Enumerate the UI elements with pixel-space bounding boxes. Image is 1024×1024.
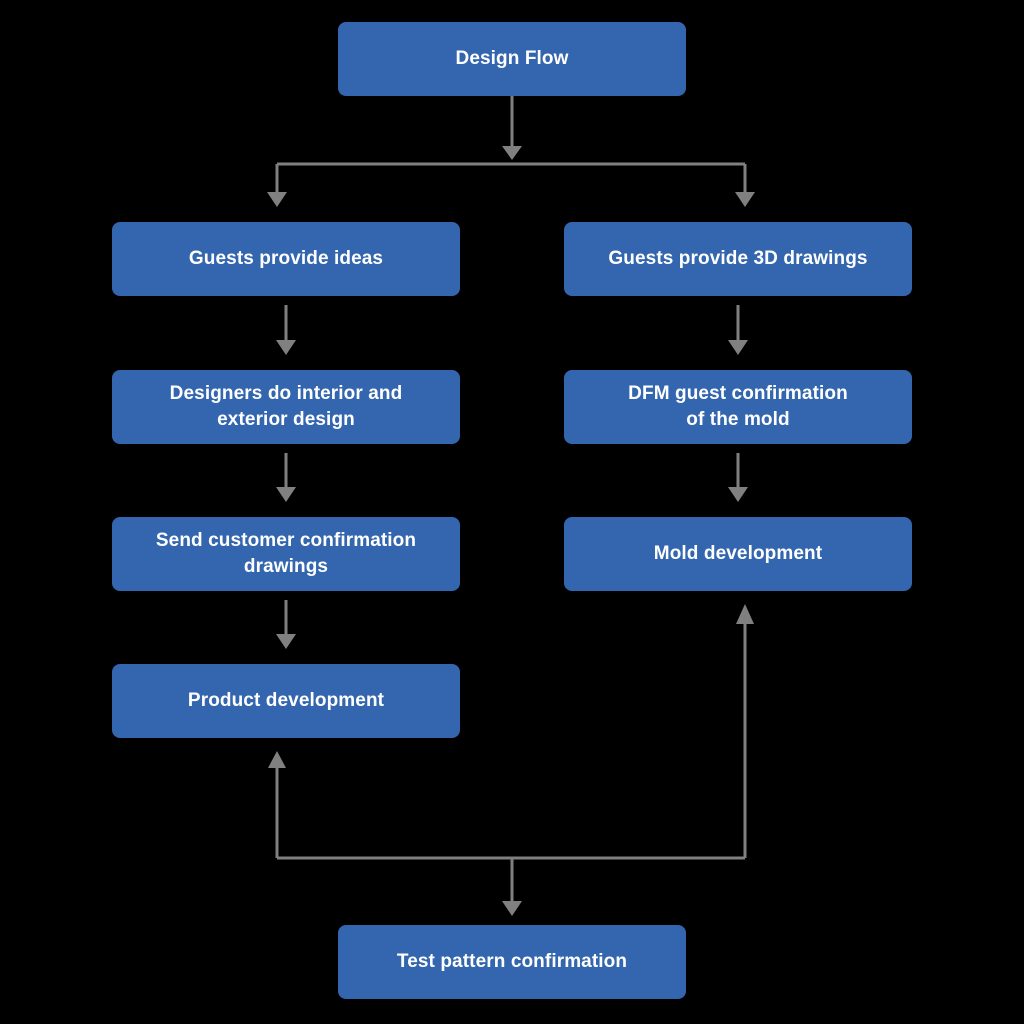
edge-guests-3d-to-dfm (728, 305, 748, 355)
node-label: Design Flow (455, 48, 569, 70)
node-mold-development[interactable]: Mold development (564, 517, 912, 591)
edge-loop-to-test-pattern (502, 858, 522, 916)
edge-loop-to-mold (736, 604, 754, 858)
node-guests-provide-3d-drawings[interactable]: Guests provide 3D drawings (564, 222, 912, 296)
node-label: Send customer confirmation drawings (155, 530, 417, 577)
edge-loop-to-product (268, 751, 286, 858)
node-label: Designers do interior and exterior desig… (169, 383, 403, 430)
edge-designers-to-send-drawings (276, 453, 296, 502)
node-label: Product development (187, 690, 385, 712)
node-test-pattern-confirmation[interactable]: Test pattern confirmation (338, 925, 686, 999)
edge-send-drawings-to-product (276, 600, 296, 649)
node-design-flow[interactable]: Design Flow (338, 22, 686, 96)
node-product-development[interactable]: Product development (112, 664, 460, 738)
node-label: Test pattern confirmation (396, 951, 628, 973)
node-label: Mold development (653, 543, 823, 565)
edge-split-to-guests-3d (735, 164, 755, 207)
edge-split-to-guests-ideas (267, 164, 287, 207)
node-label: DFM guest confirmation of the mold (628, 383, 848, 430)
edge-dfm-to-mold (728, 453, 748, 502)
edge-guests-ideas-to-designers (276, 305, 296, 355)
node-guests-provide-ideas[interactable]: Guests provide ideas (112, 222, 460, 296)
node-send-customer-confirmation-drawings[interactable]: Send customer confirmation drawings (112, 517, 460, 591)
node-dfm-guest-confirmation-of-the-mold[interactable]: DFM guest confirmation of the mold (564, 370, 912, 444)
node-designers-do-interior-and-exterior-design[interactable]: Designers do interior and exterior desig… (112, 370, 460, 444)
node-label: Guests provide ideas (188, 248, 384, 270)
node-label: Guests provide 3D drawings (608, 248, 868, 270)
edge-design-flow-to-split (502, 96, 522, 160)
